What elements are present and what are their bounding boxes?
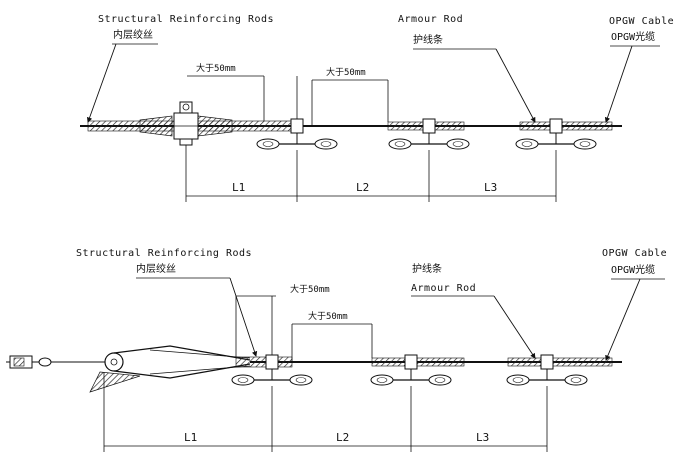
top-armour-rod-label: Armour Rod (398, 14, 463, 25)
top-armour-rod-cn-label: 护线条 (413, 33, 443, 46)
bottom-gap-2-label: 大于50mm (308, 310, 348, 322)
top-cable-leader (604, 45, 633, 123)
bottom-diagram: Structural Reinforcing Rods 内层绞丝 护线条 Arm… (6, 248, 667, 452)
top-gap-1-label: 大于50mm (196, 62, 236, 74)
bottom-cable-label: OPGW Cable (602, 248, 667, 259)
bottom-dim-l2: L2 (336, 431, 349, 444)
top-structural-leader (86, 43, 117, 123)
top-damper-1 (256, 118, 338, 150)
top-damper-3 (515, 118, 597, 150)
top-dim-l3: L3 (484, 181, 497, 194)
bottom-structural-leader (229, 277, 258, 357)
bottom-cable-cn-label: OPGW光缆 (611, 263, 655, 276)
top-cable-cn-label: OPGW光缆 (611, 30, 655, 43)
bottom-structural-rods-cn-label: 内层绞丝 (136, 262, 176, 275)
top-damper-2 (388, 118, 470, 150)
top-diagram: Structural Reinforcing Rods 内层绞丝 Armour … (80, 14, 674, 202)
top-cable-label: OPGW Cable (609, 16, 674, 27)
top-structural-rods-cn-label: 内层绞丝 (113, 28, 153, 41)
bottom-damper-3 (506, 354, 588, 386)
bottom-structural-rods-label: Structural Reinforcing Rods (76, 248, 252, 259)
bottom-armour-rod-label: Armour Rod (411, 283, 476, 294)
bottom-damper-2 (370, 354, 452, 386)
bottom-cable-leader (605, 278, 641, 361)
top-armour-leader (495, 48, 536, 123)
top-gap-2-label: 大于50mm (326, 66, 366, 78)
bottom-armour-rod-2 (371, 357, 465, 367)
bottom-armour-rod-cn-label: 护线条 (412, 262, 442, 275)
top-dim-l1: L1 (232, 181, 245, 194)
top-armour-rod-3 (519, 121, 613, 131)
top-structural-rods-label: Structural Reinforcing Rods (98, 14, 274, 25)
bottom-dim-l1: L1 (184, 431, 197, 444)
top-central-clamp (173, 101, 199, 146)
bottom-gap-1-label: 大于50mm (290, 283, 330, 295)
bottom-structural-rods (235, 356, 293, 368)
bottom-tension-clamp (6, 345, 251, 393)
bottom-armour-leader (493, 295, 536, 359)
bottom-dim-l3: L3 (476, 431, 489, 444)
bottom-armour-rod-3 (507, 357, 613, 367)
top-dim-l2: L2 (356, 181, 369, 194)
